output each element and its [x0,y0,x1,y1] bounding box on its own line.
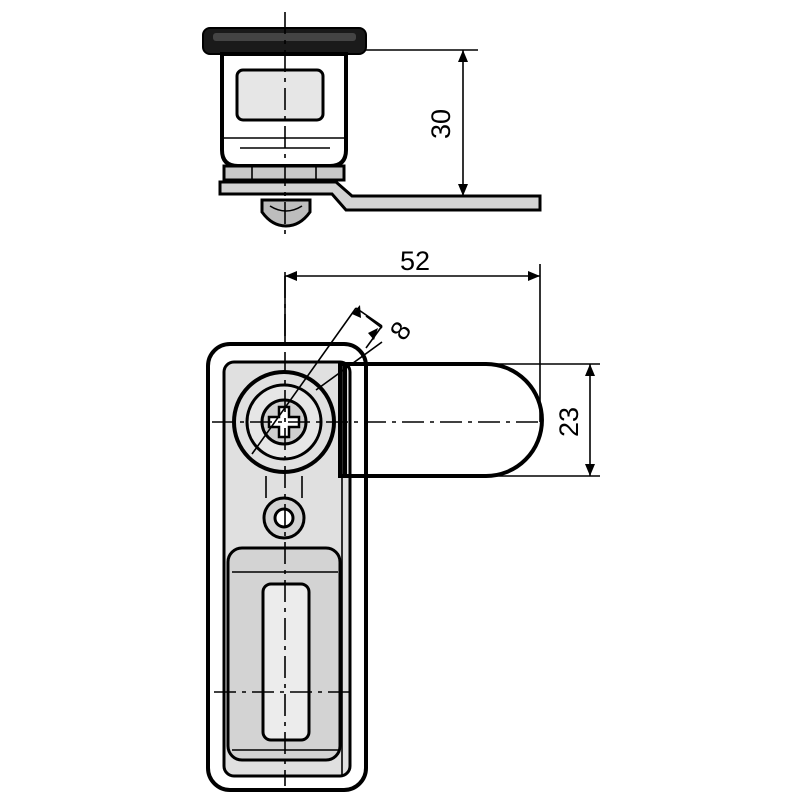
handle-slot [261,582,311,742]
phillips-cross-icon [267,405,301,439]
dimension-23-label: 23 [554,407,584,437]
housing-outer [206,342,368,792]
screw-head-side [260,198,312,228]
side-view: 30 [202,12,542,238]
body-window [235,68,325,122]
cam-plate [218,180,542,212]
front-view: 52 23 8 [206,246,600,792]
dimension-30-label: 30 [426,109,456,139]
dimension-52-label: 52 [400,246,430,276]
cam-arm [338,362,544,478]
dimension-8-label: 8 [384,316,417,346]
lock-nut [222,164,346,182]
